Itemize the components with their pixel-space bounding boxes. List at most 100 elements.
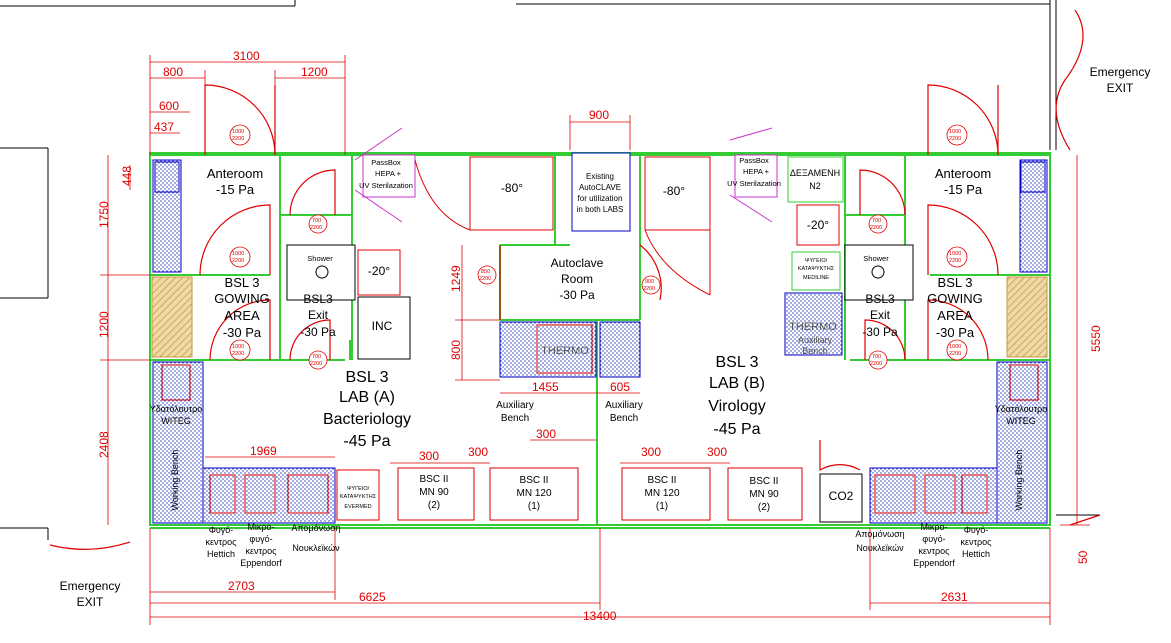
svg-text:1000: 1000 — [232, 251, 244, 257]
nucleic-right-box — [874, 474, 916, 514]
door-anteroom-left — [204, 84, 276, 156]
dim-5550: 5550 — [1089, 325, 1103, 352]
door-exit-left — [289, 169, 336, 216]
svg-text:1000: 1000 — [232, 129, 244, 135]
gowning-closet-right — [1006, 276, 1048, 358]
dim-2703: 2703 — [228, 579, 255, 593]
freezer-80-left-box — [469, 156, 554, 231]
hettich-right-box — [961, 474, 988, 514]
bsc-a1-l3: (2) — [428, 500, 440, 511]
door-exit-left-2 — [289, 319, 331, 361]
aux-bench-right-l1: Auxiliary — [605, 400, 643, 411]
dimension-lines — [100, 55, 1090, 625]
bsc-a2-l1: BSC II — [520, 475, 549, 486]
fridge-20-right-label: -20° — [807, 218, 829, 232]
anteroom-right-pressure: -15 Pa — [944, 182, 983, 197]
hettich-left-l1: Φυγό- — [209, 525, 234, 535]
bench-left-lshape-h — [202, 467, 336, 524]
dim-300-b2: 300 — [707, 445, 727, 459]
bsc-a2-l3: (1) — [528, 501, 540, 512]
eppendorf-right-l1: Μικρο- — [920, 522, 947, 532]
nucleic-left-l2: Νουκλεϊκών — [292, 543, 340, 553]
fridge-20-right-box — [796, 204, 840, 246]
svg-text:2200: 2200 — [310, 361, 322, 367]
working-bench-right-label: Working Bench — [1014, 450, 1024, 511]
autoclave-existing-l3: for utilization — [578, 194, 623, 203]
svg-text:2200: 2200 — [232, 136, 244, 142]
thermo-center-label: THERMO — [541, 345, 589, 357]
exit-bottom-left-l2: EXIT — [77, 595, 104, 609]
hettich-right-l1: Φυγό- — [964, 525, 989, 535]
door-autoclave-right — [639, 244, 662, 301]
water-left-l2: WITEG — [161, 416, 191, 426]
dim-800: 800 — [163, 65, 183, 79]
lab-a-l3: Bacteriology — [323, 411, 411, 428]
dexameni-n2-box — [787, 156, 844, 203]
eppendorf-right-l3: κεντρος — [918, 546, 950, 556]
hettich-right-l2: κεντρος — [960, 537, 992, 547]
co2-box — [819, 473, 863, 523]
benches — [152, 159, 1048, 524]
inc-label: INC — [372, 319, 393, 333]
lab-b-l3: Virology — [708, 398, 766, 415]
gowning-right-pressure: -30 Pa — [936, 325, 975, 340]
dim-3100: 3100 — [233, 49, 260, 63]
autoclave-room-pressure: -30 Pa — [559, 288, 595, 302]
bsc-b1-l1: BSC II — [648, 475, 677, 486]
bsc-b2-box — [727, 467, 803, 521]
gowning-right-l3: AREA — [937, 308, 973, 323]
gowning-left-l2: GOWING — [214, 291, 270, 306]
autoclave-existing-box — [571, 152, 631, 232]
svg-text:2200: 2200 — [232, 351, 244, 357]
eppendorf-left-l4: Eppendorf — [240, 558, 282, 568]
passbox-right-l1: PassBox — [739, 156, 769, 165]
gowning-closet-left — [151, 276, 193, 358]
anteroom-left-pressure: -15 Pa — [216, 182, 255, 197]
exit-right-l2: Exit — [870, 308, 891, 322]
autoclave-room-l1: Autoclave — [551, 256, 604, 270]
dexameni-l2: N2 — [809, 181, 821, 191]
lab-b-pressure: -45 Pa — [713, 421, 760, 438]
dim-1249: 1249 — [449, 265, 463, 292]
mediline-l1: ΨΥΓΕΙΟ/ — [805, 258, 828, 264]
autoclave-existing-l1: Existing — [586, 172, 614, 181]
freezer-80-left-label: -80° — [501, 181, 523, 195]
dim-800-mid: 800 — [449, 340, 463, 360]
exit-bottom-left-l1: Emergency — [60, 579, 121, 593]
evermed-l3: EVERMED — [344, 504, 371, 510]
dim-2631: 2631 — [941, 590, 968, 604]
door-gowning-right-2 — [927, 299, 989, 361]
dim-448: 448 — [120, 166, 134, 186]
nucleic-right-l2: Νουκλεϊκών — [856, 543, 904, 553]
thermo-right-l3: Bench — [802, 346, 828, 356]
dim-300-a1: 300 — [419, 449, 439, 463]
mediline-l3: MEDILINE — [803, 275, 829, 281]
hettich-left-l2: κεντρος — [205, 537, 237, 547]
door-exit-right — [859, 169, 906, 216]
svg-text:2200: 2200 — [870, 225, 882, 231]
bsc-a1-l1: BSC II — [420, 474, 449, 485]
door-anteroom-right — [927, 84, 999, 156]
svg-text:700: 700 — [872, 218, 881, 224]
dim-50: 50 — [1076, 550, 1090, 564]
thermo-bench-right — [784, 292, 843, 356]
autoclave-existing-l4: in both LABS — [577, 205, 624, 214]
gowning-right-l2: GOWING — [927, 291, 983, 306]
bsc-a1-l2: MN 90 — [419, 487, 449, 498]
building-context-lines — [0, 0, 1100, 540]
dim-437: 437 — [154, 120, 174, 134]
shower-right-box — [844, 244, 914, 301]
passbox-left-l3: UV Sterilazation — [359, 181, 413, 190]
svg-text:850: 850 — [481, 269, 490, 275]
exit-left-l1: BSL3 — [303, 292, 333, 306]
gowning-left-l3: AREA — [224, 308, 260, 323]
exit-top-right-l1: Emergency — [1090, 65, 1151, 79]
anteroom-right-name: Anteroom — [935, 166, 991, 181]
aux-bench-left — [499, 321, 597, 378]
svg-text:2200: 2200 — [232, 258, 244, 264]
aux-bench-right — [599, 321, 641, 378]
